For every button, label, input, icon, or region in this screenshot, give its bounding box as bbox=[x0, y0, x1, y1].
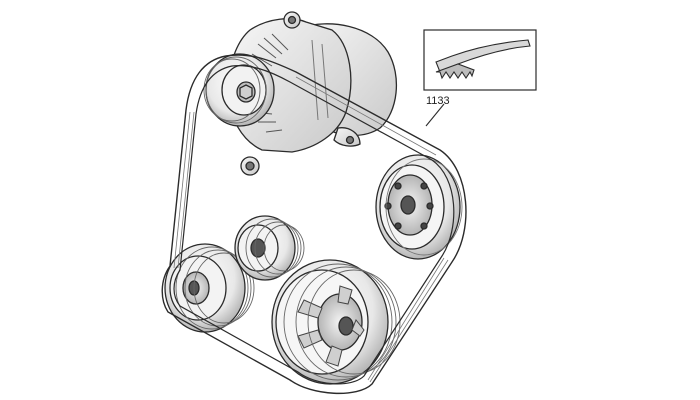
alternator-pulley bbox=[203, 53, 275, 127]
callout-leader-line bbox=[425, 103, 445, 127]
idler-pulley bbox=[164, 243, 255, 333]
belt-profile-inset bbox=[423, 29, 537, 127]
serpentine-belt bbox=[161, 54, 467, 394]
small-pulley bbox=[234, 215, 305, 281]
tensioner-pulley bbox=[375, 154, 463, 260]
part-number-label: 1133 bbox=[426, 95, 450, 107]
crankshaft-pulley bbox=[271, 259, 401, 385]
